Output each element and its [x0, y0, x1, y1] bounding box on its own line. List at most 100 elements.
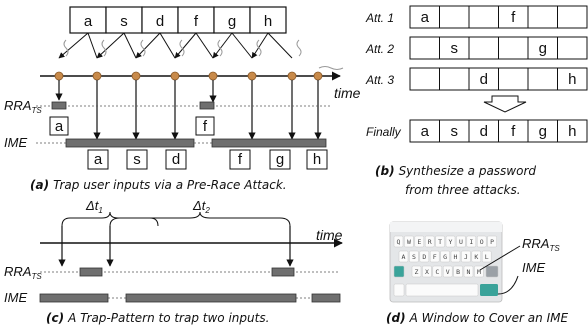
panel-d-rra-label: RRATS — [522, 236, 560, 253]
keyboard-key — [487, 235, 497, 248]
keyboard-key-label: K — [474, 253, 478, 261]
dt1-label: Δt1 — [85, 198, 103, 215]
ime-key-box — [87, 149, 109, 170]
keyboard-key-label: B — [456, 268, 460, 276]
key-cell-label: g — [228, 13, 236, 30]
rra-window-bar — [199, 101, 215, 110]
attack-cell-label: d — [480, 71, 488, 88]
keyboard-key-label: M — [477, 268, 481, 276]
panel-d-caption: (d)A Window to Cover an IME — [386, 311, 568, 325]
key-cell-label: f — [194, 13, 199, 30]
panel-a-down-arrows — [55, 80, 322, 140]
touch-dot-icon — [313, 71, 323, 81]
keyboard-key — [422, 265, 432, 278]
key-cell-label: d — [156, 13, 164, 30]
final-cell-label: a — [421, 123, 430, 140]
key-cell-label: h — [264, 13, 272, 30]
final-cell-label: s — [451, 123, 459, 140]
touch-wave-icon — [63, 39, 69, 57]
keyboard-key-label: G — [443, 253, 447, 261]
keyboard-key — [411, 265, 422, 278]
ime-key-box — [126, 149, 148, 170]
rra-window-bar — [79, 267, 103, 277]
attack-cell — [439, 5, 470, 29]
keyboard-key — [481, 250, 492, 263]
ime-window-bar — [311, 293, 341, 303]
attack-cell — [527, 67, 558, 91]
keyboard-key-label: U — [459, 238, 463, 246]
keyboard-key — [424, 235, 435, 248]
attack-label: Att. 3 — [365, 73, 394, 87]
touch-dot-icon — [287, 71, 297, 81]
touch-wave-icon — [296, 39, 302, 57]
keyboard-key — [404, 235, 414, 248]
rra-window-bar — [271, 267, 295, 277]
final-cell-label: h — [568, 123, 576, 140]
keyboard-key-label: N — [467, 268, 471, 276]
keyboard-key — [432, 265, 443, 278]
combine-arrow-icon — [483, 95, 527, 113]
keyboard-key — [461, 250, 471, 263]
ime-key-boxes: a s d f g h — [87, 149, 328, 170]
dt2-brace — [109, 211, 291, 227]
keyboard-key-label: E — [417, 238, 421, 246]
touch-wave-icon — [179, 39, 185, 57]
keyboard-key-label: C — [435, 268, 439, 276]
keyboard-key-label: F — [433, 253, 437, 261]
touch-dot-icon — [247, 71, 257, 81]
trapped-key-box — [195, 116, 215, 136]
panel-b-caption-line2: from three attacks. — [405, 183, 521, 197]
final-cell-label: f — [511, 123, 516, 140]
keyboard-key — [414, 235, 425, 248]
panel-a-time-label: time — [334, 85, 361, 101]
key-cell — [249, 6, 287, 34]
ime-key-label: s — [133, 151, 141, 168]
attack-cell — [409, 67, 440, 91]
touch-dot-icon — [92, 71, 102, 81]
ime-window-bar — [39, 293, 109, 303]
panel-a-input-arrows — [58, 32, 293, 59]
key-cell-label: a — [84, 13, 93, 30]
ime-key-box — [306, 149, 328, 170]
keyboard-key-label: O — [480, 238, 484, 246]
touch-wave-icon — [256, 39, 262, 57]
touch-wave-icon — [140, 39, 146, 57]
attack-cell-label: s — [451, 40, 459, 57]
attack-cell — [409, 36, 440, 60]
ime-key-label: d — [172, 151, 180, 168]
panel-d-ime-label: IME — [522, 260, 545, 275]
touch-wave-icon — [318, 66, 344, 70]
keyboard-key-label: T — [438, 238, 442, 246]
keyboard-key — [463, 265, 474, 278]
touch-wave-icon — [101, 39, 107, 57]
panel-a-rra-label: RRATS — [4, 98, 42, 115]
final-cell-label: g — [539, 123, 547, 140]
ime-window-bar — [125, 293, 297, 303]
final-label: Finally — [366, 125, 402, 139]
keyboard-key-label: I — [469, 238, 473, 246]
attack-label: Att. 2 — [365, 42, 394, 56]
attack-cell-label: a — [421, 9, 430, 26]
keyboard-key — [445, 235, 456, 248]
keyboard-space-key — [405, 283, 479, 297]
keyboard-shift-key — [393, 265, 405, 278]
keyboard-key — [435, 235, 445, 248]
keyboard-key-label: Y — [449, 238, 453, 246]
attack-cell — [527, 5, 558, 29]
ime-callout-line — [497, 275, 519, 295]
keyboard-key — [456, 235, 466, 248]
ime-key-label: g — [276, 151, 284, 168]
key-cell-label: s — [120, 13, 128, 30]
keyboard-delete-key — [485, 265, 499, 278]
panel-c: Δt1 Δt2 time RRATS IME (c)A Trap-Pattern… — [4, 198, 343, 325]
keyboard-key-label: H — [454, 253, 458, 261]
panel-a-caption: (a)Trap user inputs via a Pre-Race Attac… — [30, 178, 287, 192]
ime-key-label: f — [238, 151, 243, 168]
attack-cell — [468, 5, 499, 29]
attack-cell-label: g — [539, 40, 547, 57]
ime-key-box — [165, 149, 187, 170]
